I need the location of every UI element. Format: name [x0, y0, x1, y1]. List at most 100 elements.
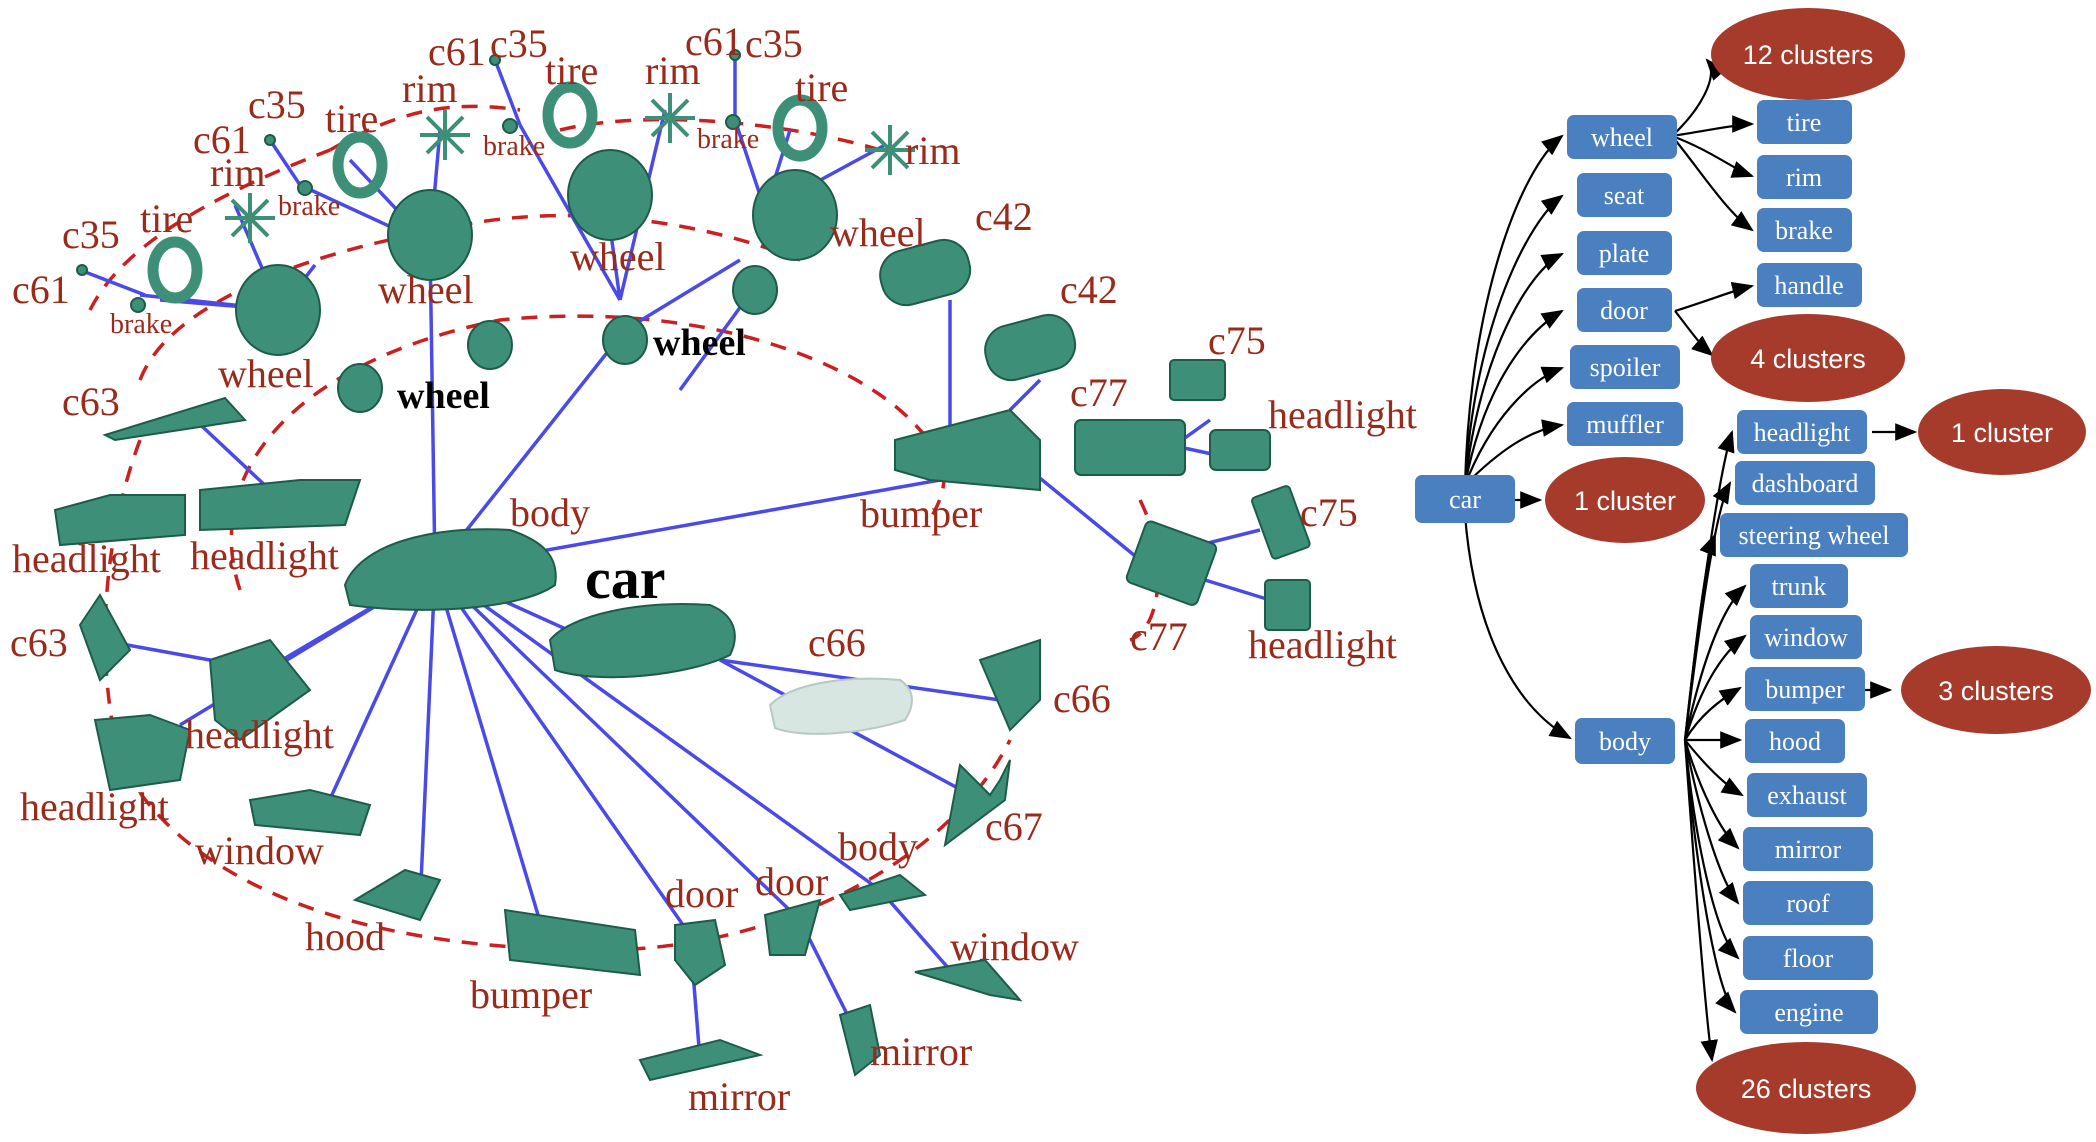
label-door-b: door — [755, 859, 828, 904]
label-c61-d: c61 — [685, 19, 743, 64]
cluster-body — [1696, 1042, 1916, 1134]
node-dashboard — [1735, 461, 1875, 505]
label-c42-b: c42 — [1060, 267, 1118, 312]
label-wheel-b: wheel — [378, 267, 474, 312]
label-c35-d: c35 — [745, 21, 803, 66]
label-rim-b: rim — [402, 66, 458, 111]
node-floor-label: floor — [1783, 944, 1834, 973]
node-engine — [1740, 990, 1878, 1034]
label-headlight-r2: headlight — [1248, 622, 1397, 667]
node-window-label: window — [1764, 623, 1848, 652]
label-hood: hood — [305, 914, 385, 959]
node-plate-label: plate — [1599, 239, 1650, 268]
node-wheel-label: wheel — [1591, 123, 1653, 152]
label-headlight-r1: headlight — [1268, 392, 1417, 437]
node-window — [1750, 615, 1862, 659]
node-body — [1575, 718, 1675, 764]
label-c61-c: c61 — [428, 29, 486, 74]
node-handle-label: handle — [1774, 271, 1843, 300]
node-car-label: car — [1449, 485, 1481, 514]
label-headlight-l2: headlight — [190, 533, 339, 578]
node-muffler — [1567, 402, 1683, 446]
label-headlight-l4: headlight — [20, 784, 169, 829]
node-bumper-label: bumper — [1765, 675, 1845, 704]
part-shapes — [53, 49, 1311, 1082]
label-c63-a: c63 — [62, 379, 120, 424]
label-wheel-a: wheel — [218, 351, 314, 396]
cluster-wheel — [1711, 8, 1905, 100]
label-tire-a: tire — [140, 196, 193, 241]
node-handle — [1757, 263, 1862, 307]
node-hood — [1745, 719, 1845, 763]
cluster-door-label: 4 clusters — [1750, 344, 1866, 374]
label-window-a: window — [195, 828, 324, 873]
graph-labels: car body wheel wheel wheel wheel wheel w… — [10, 19, 1417, 1119]
node-headlight-label: headlight — [1754, 418, 1852, 447]
tree-nodes: car wheel seat plate door spoiler muffle… — [1415, 100, 1908, 1034]
label-brake-b: brake — [278, 191, 340, 222]
label-window-b: window — [950, 924, 1079, 969]
node-exhaust — [1747, 773, 1867, 817]
label-body-b: body — [838, 824, 918, 869]
node-steering-wheel — [1720, 513, 1908, 557]
node-rim — [1757, 155, 1852, 199]
label-bumper-b: bumper — [470, 972, 592, 1017]
cluster-bumper-label: 3 clusters — [1938, 676, 2054, 706]
label-wheel-bold-2: wheel — [397, 375, 490, 417]
node-spoiler — [1570, 345, 1680, 389]
tree-arrows — [1463, 58, 1918, 1063]
node-exhaust-label: exhaust — [1767, 781, 1847, 810]
node-door-label: door — [1600, 296, 1648, 325]
node-roof — [1743, 881, 1873, 925]
node-floor — [1743, 936, 1873, 980]
cluster-blobs: 12 clusters 4 clusters 1 cluster 1 clust… — [1545, 8, 2091, 1134]
cluster-bumper — [1901, 646, 2091, 734]
cluster-headlight-label: 1 cluster — [1951, 418, 2053, 448]
label-wheel-c: wheel — [570, 234, 666, 279]
cluster-car-label: 1 cluster — [1574, 486, 1676, 516]
node-spoiler-label: spoiler — [1590, 353, 1661, 382]
cluster-door — [1711, 314, 1905, 402]
node-steering-wheel-label: steering wheel — [1739, 521, 1890, 550]
root-label-car: car — [585, 546, 666, 611]
label-tire-b: tire — [325, 96, 378, 141]
hierarchy-tree: car wheel seat plate door spoiler muffle… — [1415, 8, 2091, 1134]
label-wheel-d: wheel — [830, 210, 926, 255]
node-roof-label: roof — [1786, 889, 1830, 918]
label-rim-d: rim — [905, 128, 961, 173]
label-door-a: door — [665, 871, 738, 916]
cluster-headlight — [1918, 389, 2086, 475]
node-brake-label: brake — [1775, 216, 1833, 245]
node-brake — [1757, 208, 1852, 252]
node-muffler-label: muffler — [1586, 410, 1664, 439]
node-tire — [1757, 100, 1852, 144]
label-c77-b: c77 — [1130, 614, 1188, 659]
node-tire-label: tire — [1787, 108, 1822, 137]
label-tire-c: tire — [545, 48, 598, 93]
label-wheel-bold-1: wheel — [653, 322, 746, 364]
label-c63-b: c63 — [10, 620, 68, 665]
label-c75-a: c75 — [1208, 318, 1266, 363]
label-mirror-a: mirror — [688, 1074, 790, 1119]
cluster-body-label: 26 clusters — [1741, 1074, 1872, 1104]
node-hood-label: hood — [1769, 727, 1821, 756]
label-c61-a: c61 — [12, 267, 70, 312]
label-brake-d: brake — [697, 124, 759, 155]
label-headlight-l3: headlight — [185, 712, 334, 757]
node-dashboard-label: dashboard — [1752, 469, 1859, 498]
node-plate — [1577, 231, 1672, 275]
label-rim-c: rim — [645, 48, 701, 93]
part-graph: car body wheel wheel wheel wheel wheel w… — [10, 19, 1417, 1119]
node-car — [1415, 475, 1515, 523]
node-body-label: body — [1599, 727, 1651, 756]
label-brake-c: brake — [483, 131, 545, 162]
label-c66-a: c66 — [808, 620, 866, 665]
node-mirror-label: mirror — [1775, 835, 1842, 864]
label-body: body — [510, 490, 590, 535]
node-trunk-label: trunk — [1772, 572, 1827, 601]
cluster-wheel-label: 12 clusters — [1743, 40, 1874, 70]
label-c35-c: c35 — [490, 21, 548, 66]
node-seat-label: seat — [1604, 181, 1645, 210]
label-mirror-b: mirror — [870, 1029, 972, 1074]
